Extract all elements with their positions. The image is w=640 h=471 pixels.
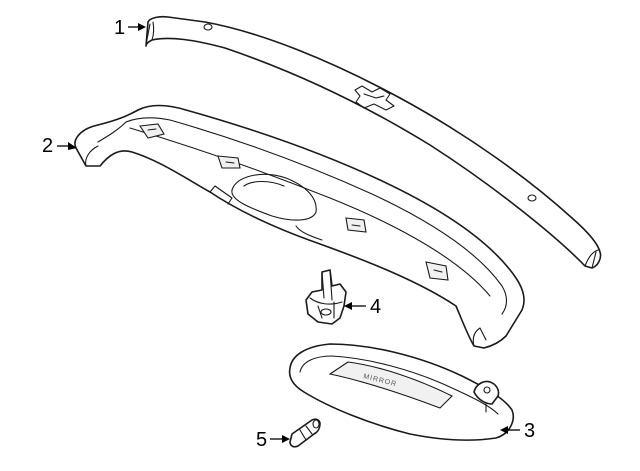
callout-5-number: 5 bbox=[256, 429, 267, 451]
part-4-visor-bracket bbox=[305, 269, 347, 325]
callout-3: 3 bbox=[500, 420, 535, 442]
callout-3-number: 3 bbox=[524, 420, 535, 442]
part-1-header-trim bbox=[145, 15, 602, 269]
part-3-sun-visor: MIRROR bbox=[288, 343, 514, 441]
callout-1: 1 bbox=[114, 17, 146, 39]
part-5-retainer-clip bbox=[289, 418, 321, 448]
callout-4-number: 4 bbox=[370, 296, 381, 318]
part-2-roof-console bbox=[74, 104, 525, 349]
callout-2-number: 2 bbox=[42, 135, 53, 157]
callout-1-number: 1 bbox=[114, 17, 125, 39]
callout-4: 4 bbox=[344, 296, 381, 318]
callout-2: 2 bbox=[42, 135, 77, 157]
callout-5: 5 bbox=[256, 429, 290, 451]
